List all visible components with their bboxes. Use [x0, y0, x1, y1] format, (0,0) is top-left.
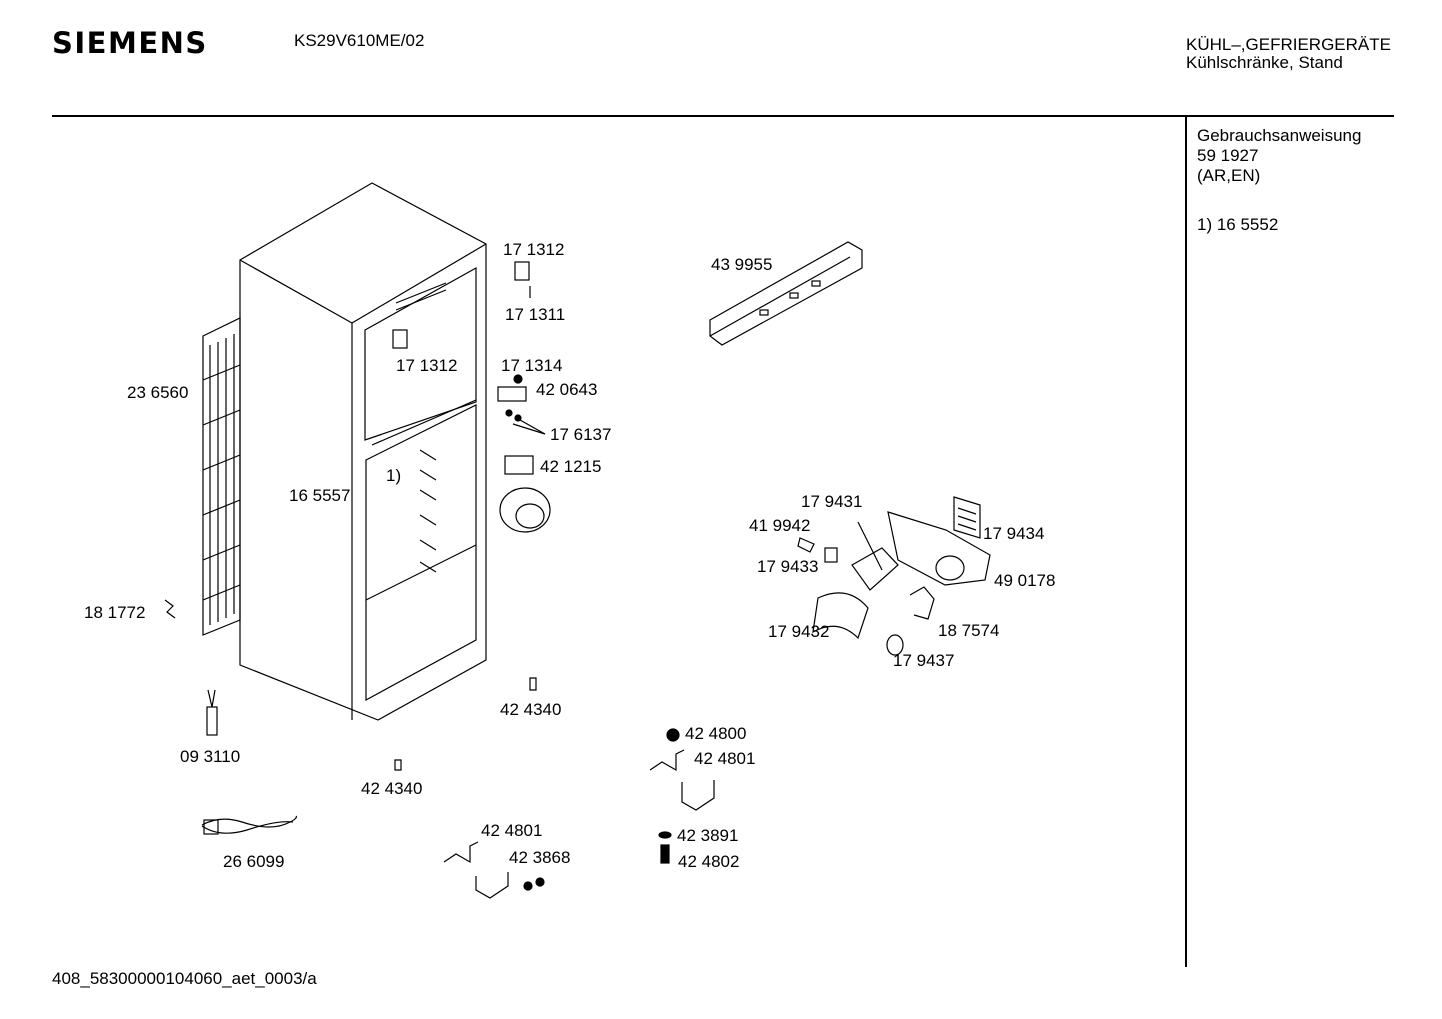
footer-page: 3/a [293, 969, 317, 988]
part-label: 42 4801 [694, 749, 756, 768]
part-label: 17 9437 [893, 651, 955, 670]
part-label: 42 4800 [685, 724, 747, 743]
part-label: 17 1314 [501, 356, 563, 375]
part-label: 17 9431 [801, 492, 863, 511]
part-label: 49 0178 [994, 571, 1056, 590]
part-label: 26 6099 [223, 852, 285, 871]
lamp-unit-drawing [797, 496, 991, 656]
part-label: 23 6560 [127, 383, 189, 402]
brand-logo: SIEMENS [52, 26, 208, 60]
part-label: 41 9942 [749, 516, 811, 535]
manual-title: Gebrauchsanweisung [1197, 126, 1362, 145]
category-subtitle: Kühlschränke, Stand [1186, 53, 1343, 72]
part-label: 42 3868 [509, 848, 571, 867]
category-title: KÜHL–,GEFRIERGERÄTE [1186, 35, 1391, 54]
part-label: 43 9955 [711, 255, 773, 274]
bracket-parts-drawing [443, 728, 715, 899]
part-label: 42 4340 [361, 779, 423, 798]
hinge-parts-drawing [392, 261, 551, 533]
document-code: 408_58300000104060_aet_0003/a [52, 969, 317, 989]
part-label: 17 1312 [396, 356, 458, 375]
part-label: 42 0643 [536, 380, 598, 399]
part-label: 17 9434 [983, 524, 1045, 543]
manual-number: 59 1927 [1197, 146, 1259, 165]
control-panel-drawing [709, 241, 863, 346]
part-label: 17 9432 [768, 622, 830, 641]
part-label: 09 3110 [180, 747, 241, 766]
fridge-cabinet-drawing [239, 182, 487, 721]
part-label: 18 7574 [938, 621, 1000, 640]
model-number: KS29V610ME/02 [294, 31, 425, 50]
part-label: 16 5557 [289, 486, 351, 505]
part-label: 17 6137 [550, 425, 612, 444]
small-components-drawing [164, 599, 537, 835]
header-divider [52, 115, 1394, 117]
part-label: 42 4802 [678, 852, 740, 871]
manual-languages: (AR,EN) [1197, 166, 1261, 185]
part-label: 17 1311 [505, 305, 566, 324]
sidebar-divider [1185, 117, 1187, 967]
footnote-reference: 1) 16 5552 [1197, 215, 1279, 234]
part-label: 17 9433 [757, 557, 819, 576]
footnote-marker: 1) [386, 466, 402, 485]
part-label: 17 1312 [503, 240, 565, 259]
part-label: 42 4340 [500, 700, 562, 719]
condenser-drawing [202, 317, 241, 636]
part-label: 42 1215 [540, 457, 602, 476]
part-label: 42 4801 [481, 821, 543, 840]
exploded-parts-drawing [164, 182, 991, 899]
part-label: 42 3891 [677, 826, 739, 845]
part-label: 18 1772 [84, 603, 146, 622]
footer-code: 408_58300000104060_aet_000 [52, 969, 294, 988]
